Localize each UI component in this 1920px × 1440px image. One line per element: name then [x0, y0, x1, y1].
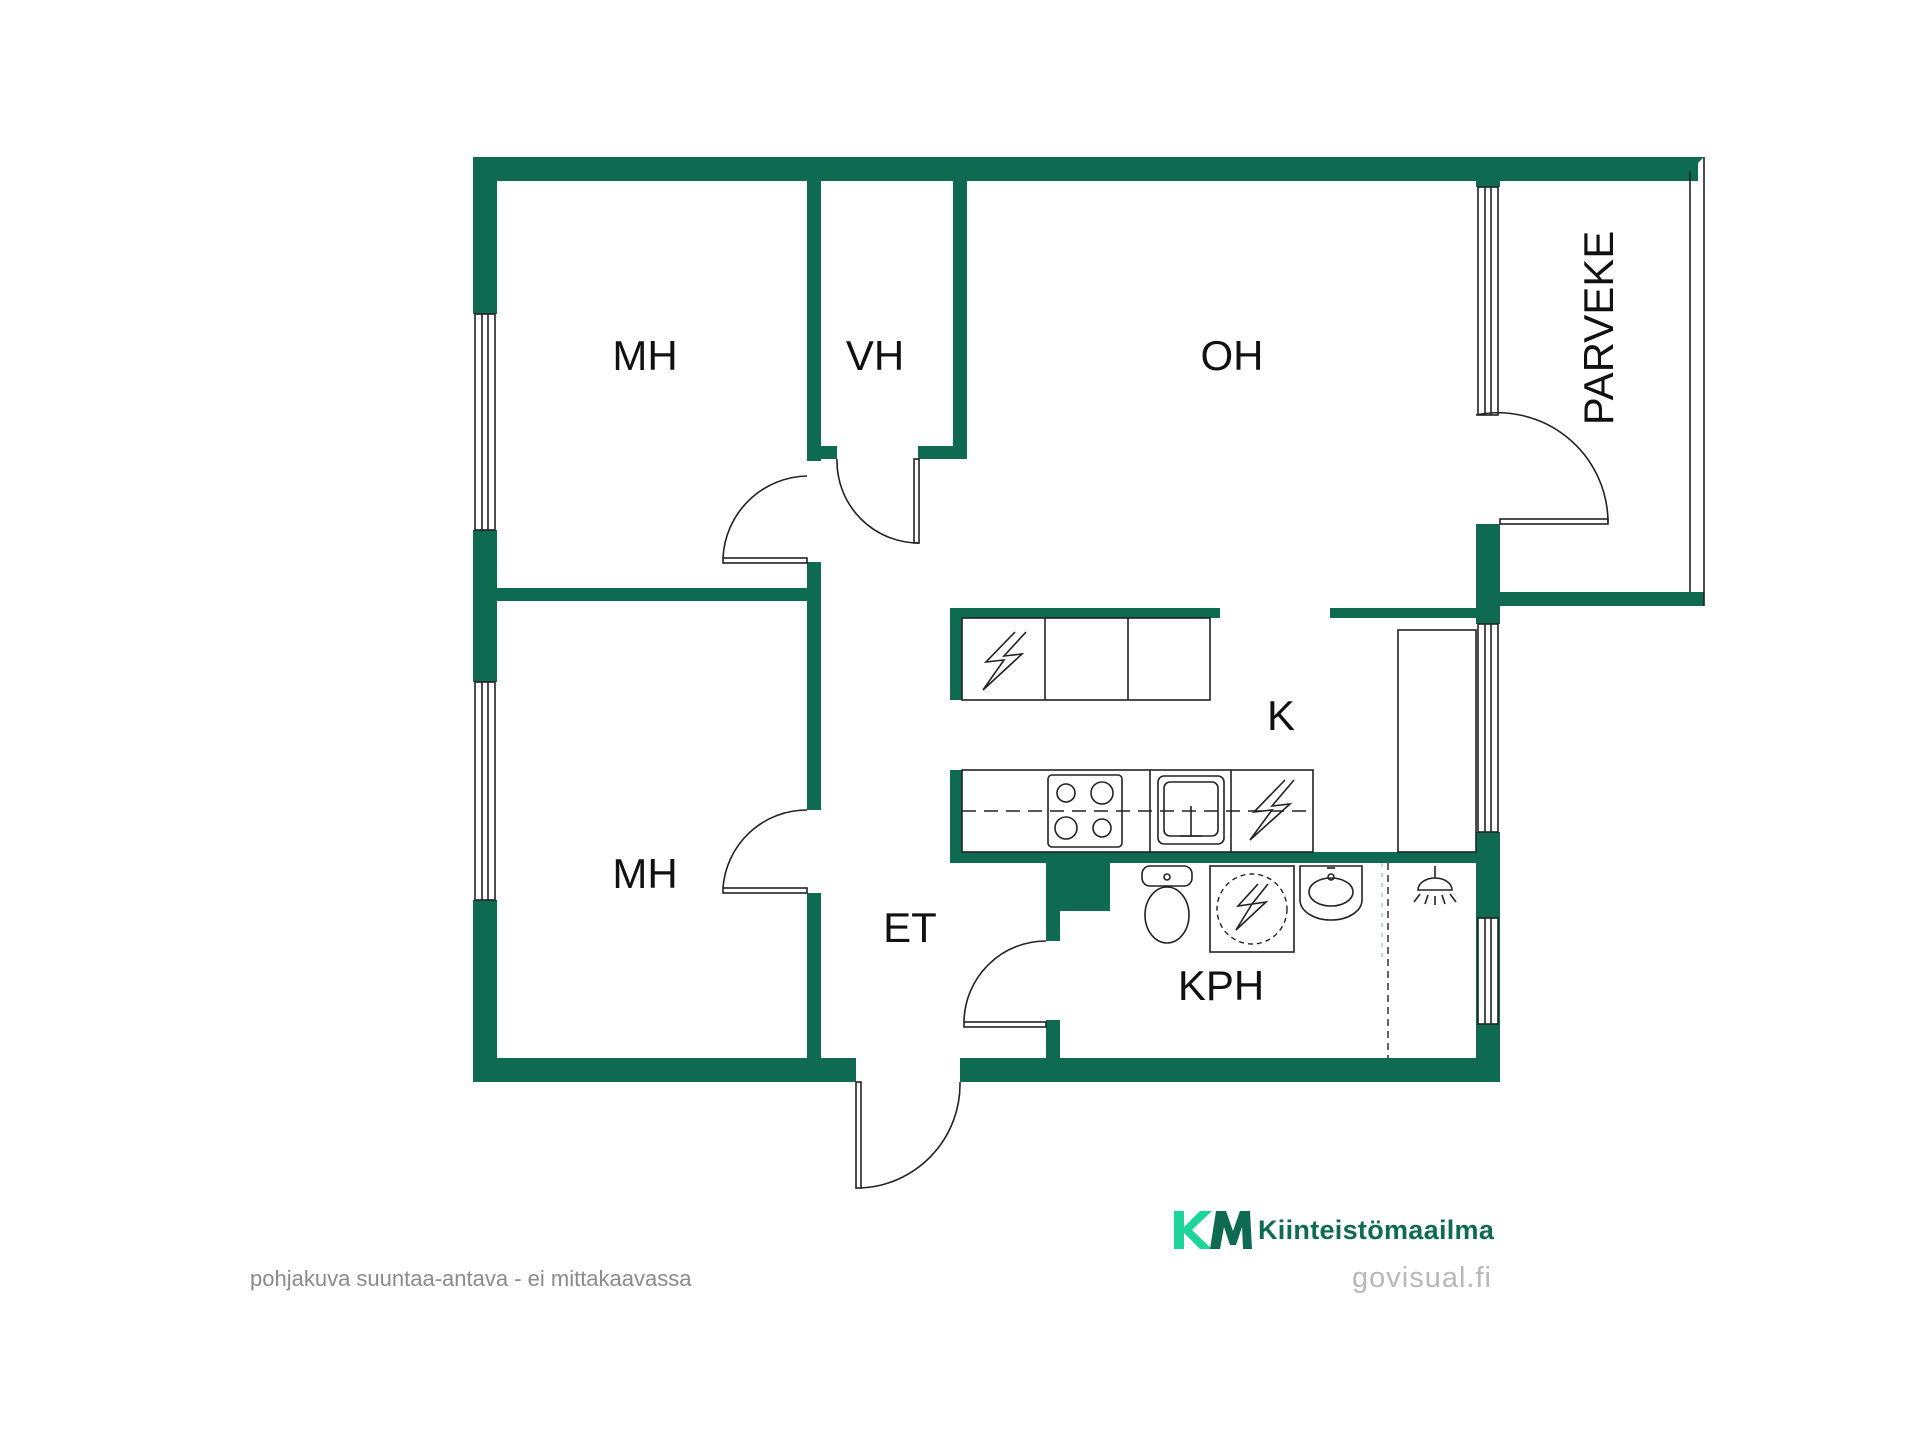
- brand-name: Kiinteistömaailma: [1258, 1214, 1495, 1245]
- doors: [722, 412, 1609, 1189]
- wall-bottom-1: [473, 1058, 856, 1082]
- km-logo-icon: [1174, 1211, 1252, 1249]
- room-label-kph: KPH: [1178, 962, 1264, 1009]
- stove-icon: [1047, 774, 1123, 848]
- credit-text: govisual.fi: [1352, 1262, 1492, 1294]
- window-icon: [1477, 623, 1499, 833]
- door-swing-icon: [722, 475, 808, 564]
- window-icon: [1477, 917, 1499, 1025]
- wall-left-1: [473, 157, 497, 314]
- electric-appliance-icon: [982, 631, 1027, 691]
- door-swing-icon: [1475, 412, 1609, 525]
- brand-logo: Kiinteistömaailma: [1172, 1206, 1494, 1254]
- kitchen-island: [961, 617, 1211, 701]
- bathroom-fixtures: [1141, 863, 1457, 1058]
- room-labels: MH VH OH PARVEKE K MH ET KPH: [612, 231, 1622, 1009]
- wall-vh-oh: [953, 181, 967, 459]
- wall-kitchen-right: [1330, 608, 1476, 618]
- wall-island-left: [950, 608, 962, 700]
- room-label-k: K: [1267, 692, 1295, 739]
- kitchen-counter: [961, 769, 1314, 853]
- refrigerator-cabinet: [1397, 629, 1477, 853]
- disclaimer-note: pohjakuva suuntaa-antava - ei mittakaava…: [250, 1266, 692, 1291]
- wall-counter-left: [950, 770, 962, 862]
- room-label-oh: OH: [1201, 332, 1264, 379]
- electric-appliance-icon: [1249, 779, 1295, 841]
- room-label-vh: VH: [846, 332, 904, 379]
- wall-bottom-2: [960, 1058, 1500, 1082]
- wall-between-mh: [497, 588, 807, 601]
- door-swing-icon: [963, 940, 1047, 1028]
- wall-left-3: [473, 900, 497, 1082]
- door-swing-icon: [836, 458, 920, 544]
- balcony: [1476, 157, 1705, 606]
- toilet-icon: [1141, 865, 1193, 944]
- windows: [474, 186, 1499, 1025]
- wall-right-top: [1476, 157, 1500, 187]
- wall-island-top: [950, 608, 1220, 618]
- wall-et-left-2: [807, 893, 821, 1058]
- wall-vh-bottom-right: [918, 446, 967, 459]
- exterior-walls: [473, 157, 1704, 1082]
- wall-mh-vh: [807, 181, 821, 461]
- sink-icon: [1157, 775, 1225, 845]
- window-icon: [474, 681, 496, 901]
- door-swing-icon: [722, 809, 808, 894]
- wall-kph-left-1: [1046, 863, 1060, 941]
- room-label-mh-lower: MH: [612, 850, 677, 897]
- room-label-mh-upper: MH: [612, 332, 677, 379]
- wall-balcony-bottom: [1476, 592, 1704, 606]
- washing-machine-icon: [1209, 865, 1295, 953]
- shower-icon: [1413, 866, 1457, 905]
- window-icon: [474, 313, 496, 531]
- room-label-et: ET: [883, 904, 937, 951]
- interior-walls: [497, 181, 1476, 1058]
- wall-vh-bottom-left: [821, 446, 837, 459]
- washbasin-icon: [1299, 865, 1363, 921]
- wall-left-2: [473, 530, 497, 682]
- wall-et-left-1: [807, 562, 821, 810]
- room-label-parveke: PARVEKE: [1575, 231, 1622, 426]
- wall-kph-left-2: [1046, 1020, 1060, 1058]
- door-swing-icon: [855, 1081, 961, 1189]
- window-icon: [1477, 186, 1499, 416]
- wall-kph-top: [950, 852, 1476, 863]
